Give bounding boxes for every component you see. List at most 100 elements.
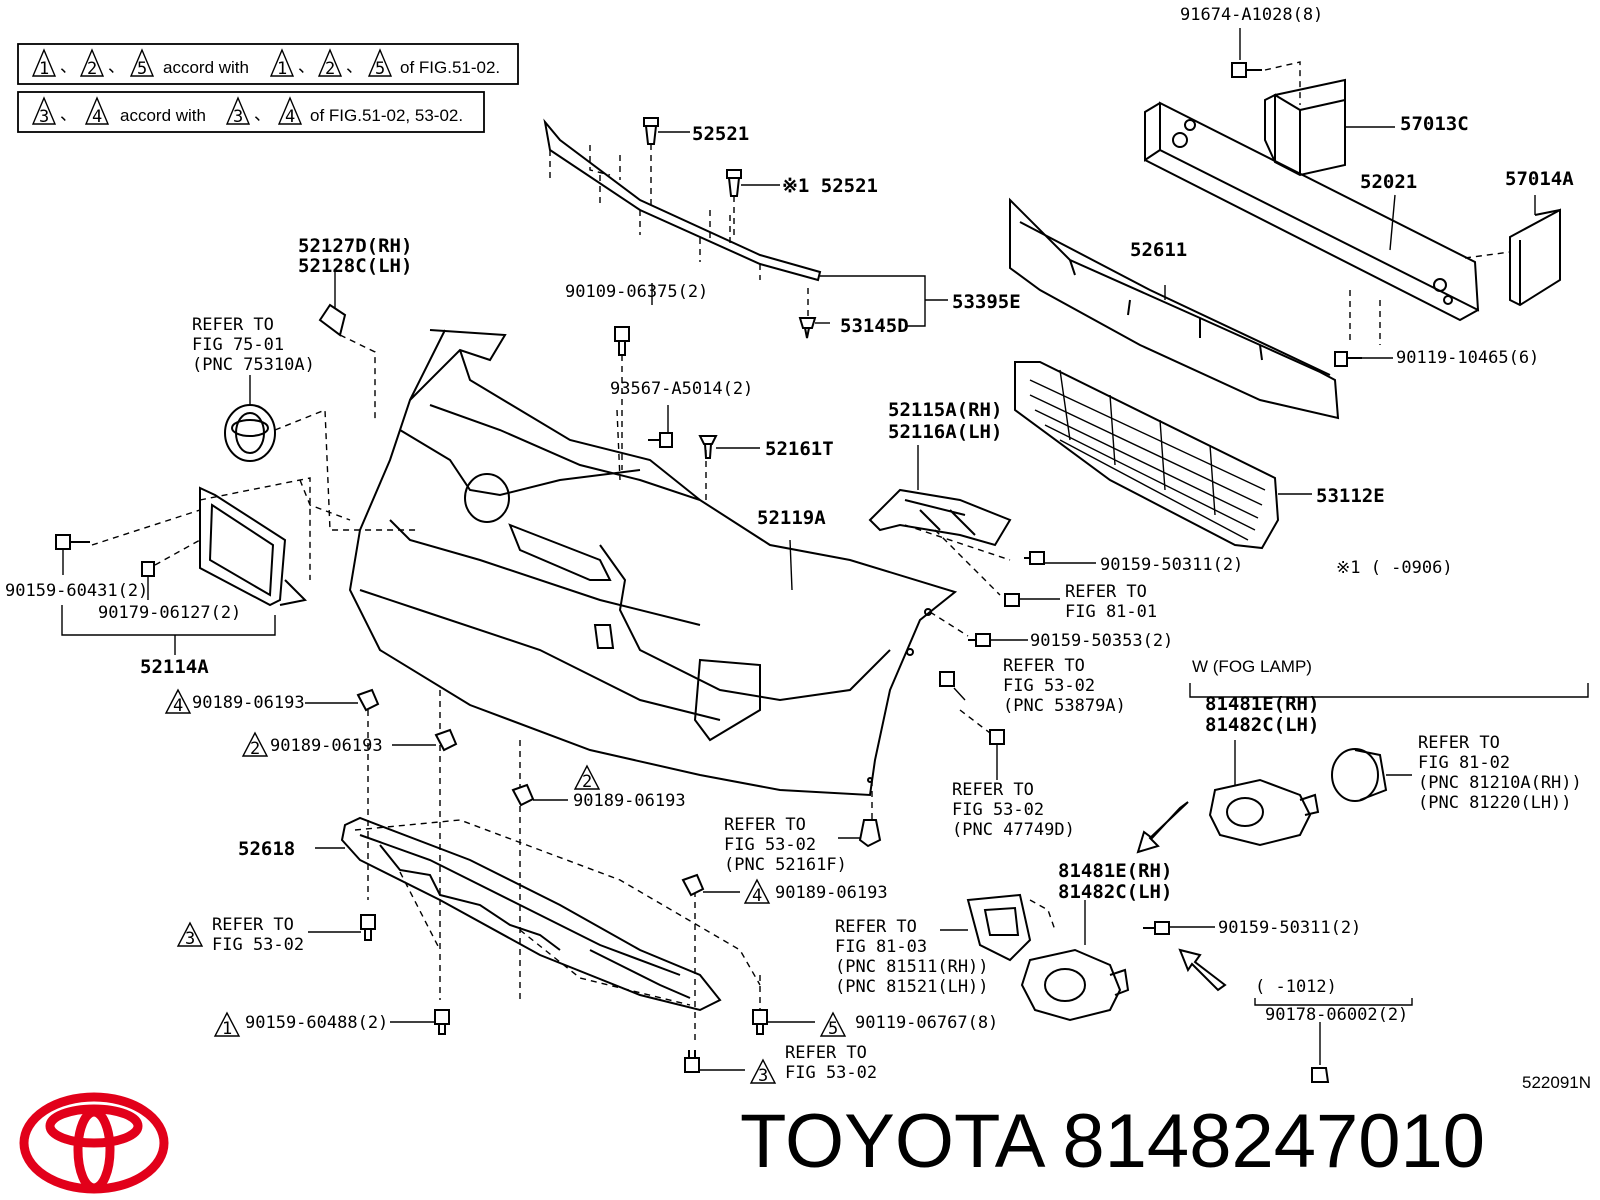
svg-text:、: 、 [298, 57, 315, 77]
clip-93567 [648, 405, 673, 448]
label-ref53-a2: FIG 53-02 [212, 935, 304, 955]
label-52618: 52618 [238, 838, 295, 860]
label-90159-60431: 90159-60431(2) [5, 581, 148, 601]
brand-name: TOYOTA [740, 1099, 1042, 1184]
label-52127D: 52127D(RH) [298, 235, 412, 257]
svg-text:2: 2 [325, 59, 335, 79]
upper-molding [543, 118, 822, 282]
label-ref81-03a: REFER TO [835, 917, 917, 937]
label-53395E: 53395E [952, 291, 1021, 313]
svg-text:5: 5 [375, 59, 385, 79]
under-cover-52618 [315, 690, 761, 1040]
label-ref75-3: (PNC 75310A) [192, 355, 315, 375]
svg-text:4: 4 [92, 107, 102, 127]
mark-4b: 4 [752, 886, 762, 906]
svg-text:、: 、 [108, 57, 125, 77]
label-53112E: 53112E [1316, 485, 1385, 507]
absorber-52611 [1009, 197, 1340, 420]
leader-52114A [61, 605, 276, 655]
label-ref53-477b: FIG 53-02 [952, 800, 1044, 820]
label-ref81-02b: FIG 81-02 [1418, 753, 1510, 773]
label-90159-60488: 90159-60488(2) [245, 1013, 388, 1033]
label-90159-50353: 90159-50353(2) [1030, 631, 1173, 651]
clip-52161F [838, 819, 882, 848]
nut-90178 [1254, 998, 1413, 1083]
label-ref81-02c: (PNC 81210A(RH)) [1418, 773, 1582, 793]
svg-text:1: 1 [39, 59, 49, 79]
bolt-fig-53-02-c [939, 671, 966, 701]
clip-90189-a [305, 688, 380, 900]
clip-53145D [798, 288, 830, 339]
mark-3a: 3 [185, 929, 195, 949]
label-57014A: 57014A [1505, 168, 1574, 190]
clip-52161T [698, 435, 760, 459]
label-52128C: 52128C(LH) [298, 255, 412, 277]
label-90178: 90178-06002(2) [1265, 1005, 1408, 1025]
label-57013C: 57013C [1400, 113, 1469, 135]
svg-text:1: 1 [277, 59, 287, 79]
label-ref53-521b: FIG 53-02 [724, 835, 816, 855]
mark-4a: 4 [173, 696, 183, 716]
label-ref81-03b: FIG 81-03 [835, 937, 927, 957]
part-labels: 91674-A1028(8) 57013C 52521 ※1 52521 520… [5, 5, 1591, 1092]
svg-text:4: 4 [285, 107, 295, 127]
label-ref53-521c: (PNC 52161F) [724, 855, 847, 875]
header-note-2: 3 、 4 accord with 3 、 4 of FIG.51-02, 53… [17, 91, 485, 133]
label-note-1012: ( -1012) [1255, 977, 1337, 997]
bolt-90159-50311-b [1143, 921, 1215, 935]
bolt-91674 [1231, 28, 1301, 105]
clip-90189-b [392, 728, 458, 752]
label-52115A: 52115A(RH) [888, 399, 1002, 421]
fog-lamp-frame [1189, 683, 1589, 698]
svg-text:3: 3 [39, 107, 49, 127]
reinforcement-52021 [1144, 101, 1480, 322]
clip-90179 [141, 561, 155, 600]
svg-text:of FIG.51-02.: of FIG.51-02. [400, 58, 500, 77]
label-52521: 52521 [692, 123, 749, 145]
mark-2a: 2 [250, 739, 260, 759]
label-90189-b: 90189-06193 [270, 736, 383, 756]
label-52114A: 52114A [140, 656, 209, 678]
bolt-fig-53-02-a [308, 914, 376, 941]
label-90159-50311-b: 90159-50311(2) [1218, 918, 1361, 938]
bolt-90109 [614, 326, 630, 470]
label-90119-10465: 90119-10465(6) [1396, 348, 1539, 368]
bolt-fig-53-02-b [684, 1050, 745, 1073]
emblem-75310A [224, 375, 420, 531]
label-90109: 90109-06375(2) [565, 282, 708, 302]
label-ref53-b2: FIG 53-02 [785, 1063, 877, 1083]
svg-text:、: 、 [254, 105, 271, 125]
mark-5a: 5 [828, 1019, 838, 1039]
bumper-cover-52119A [299, 329, 958, 820]
label-ref81-01a: REFER TO [1065, 582, 1147, 602]
triangle-marks: 4 2 2 4 3 1 5 3 [164, 688, 847, 1086]
label-90179: 90179-06127(2) [98, 603, 241, 623]
bracket-57013C [1264, 78, 1395, 177]
label-ref75-2: FIG 75-01 [192, 335, 284, 355]
bolt-90159-60431 [55, 534, 90, 575]
part-number: 8148247010 [1062, 1099, 1486, 1184]
brand-caption: TOYOTA 8148247010 [740, 1098, 1485, 1185]
label-91674: 91674-A1028(8) [1180, 5, 1323, 25]
bracket-52115A [868, 445, 1012, 596]
fog-lamp-bulb [1331, 748, 1412, 802]
label-53145D: 53145D [840, 315, 909, 337]
bolt-90159-60488 [390, 1009, 450, 1035]
svg-text:2: 2 [87, 59, 97, 79]
header-note-1: 1 、 2 、 5 accord with 1 、 2 、 5 of FIG.5… [17, 43, 519, 85]
label-ref81-01b: FIG 81-01 [1065, 602, 1157, 622]
label-note-0906: ※1 ( -0906) [1336, 558, 1453, 578]
svg-text:、: 、 [60, 57, 77, 77]
label-ref81-03c: (PNC 81511(RH)) [835, 957, 989, 977]
bolt-fig-81-01 [1004, 593, 1060, 607]
label-ref53-a1: REFER TO [212, 915, 294, 935]
label-81481E-a: 81481E(RH) [1205, 693, 1319, 715]
label-ref53-521a: REFER TO [724, 815, 806, 835]
fog-lamp-upper [1208, 740, 1320, 847]
label-90119-06767: 90119-06767(8) [855, 1013, 998, 1033]
svg-text:、: 、 [60, 105, 77, 125]
label-ref53-477a: REFER TO [952, 780, 1034, 800]
svg-text:、: 、 [346, 57, 363, 77]
mark-3b: 3 [758, 1066, 768, 1086]
